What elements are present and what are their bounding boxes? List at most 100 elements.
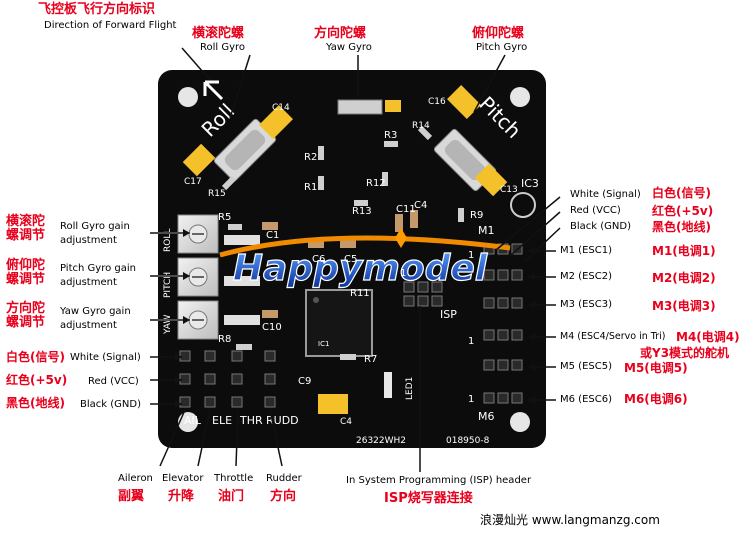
m6-cn: M6(电调6): [624, 392, 688, 406]
silk-rudd: RUDD: [266, 414, 299, 427]
silk-c13: C13: [500, 185, 518, 195]
pitch-adjust-cn: 俯仰陀 螺调节: [6, 258, 46, 287]
silk-r3: R3: [384, 130, 397, 141]
resistor-r5: [228, 224, 242, 230]
resistor-r15: [221, 175, 237, 191]
silk-ic1: IC1: [318, 340, 329, 348]
silk-r14: R14: [412, 121, 430, 131]
silk-m6: M6: [478, 410, 495, 423]
yaw-gyro-cap: [385, 100, 401, 112]
throttle-cn: 油门: [218, 489, 245, 504]
isp-cn: ISP烧写器连接: [384, 491, 473, 506]
silk-led1: LED1: [405, 377, 415, 400]
silk-r2: R2: [304, 152, 317, 163]
left-black-en: Black (GND): [80, 399, 141, 410]
silk-ic3: IC3: [521, 177, 539, 190]
capacitor-c16: [447, 85, 481, 119]
right-red-en: Red (VCC): [570, 205, 621, 216]
silk-code2: 018950-8: [446, 436, 490, 446]
pad: [224, 276, 260, 286]
roll-gyro-cn: 横滚陀螺: [192, 26, 245, 41]
m3-cn: M3(电调3): [652, 299, 716, 313]
m3-en: M3 (ESC3): [560, 299, 612, 310]
m4-cn-servo: 或Y3模式的舵机: [640, 346, 730, 360]
capacitor-c6: [308, 240, 324, 248]
silk-pot-yaw: YAW: [163, 315, 173, 335]
mcu-ic1: [305, 289, 373, 357]
isp-header: [403, 281, 443, 307]
roll-gyro-en: Roll Gyro: [200, 42, 246, 53]
capacitor-c14: [259, 105, 293, 139]
silk-c1: C1: [266, 230, 279, 241]
silk-pot-pitch: PITCH: [163, 272, 173, 298]
silk-c11: C11: [396, 204, 416, 215]
right-black-cn: 黑色(地线): [652, 220, 711, 234]
silk-r9: R9: [470, 210, 483, 221]
roll-adjust-en: Roll Gyro gain adjustment: [60, 221, 130, 246]
capacitor-c13: [474, 163, 508, 197]
capacitor-c11: [395, 214, 403, 232]
silk-m1: M1: [478, 224, 495, 237]
silk-r15: R15: [208, 189, 226, 199]
m1-en: M1 (ESC1): [560, 245, 612, 256]
silk-isp: ISP: [440, 308, 457, 321]
pitch-gyro-en: Pitch Gyro: [476, 42, 528, 53]
silk-r5: R5: [218, 212, 231, 223]
silk-c9: C9: [298, 376, 311, 387]
m6-en: M6 (ESC6): [560, 394, 612, 405]
yaw-adjust-cn: 方向陀 螺调节: [6, 301, 46, 330]
mount-hole: [178, 87, 198, 107]
silk-one-m6: 1: [468, 394, 474, 405]
aileron-cn: 副翼: [118, 489, 145, 504]
resistor-r7: [340, 354, 356, 360]
mount-hole: [178, 412, 198, 432]
brand-name: Happymodel: [233, 248, 488, 289]
roll-adjust-cn: 横滚陀 螺调节: [6, 214, 46, 243]
pad: [224, 315, 260, 325]
forward-arrow-icon: [203, 80, 224, 101]
silk-c17: C17: [184, 177, 202, 187]
silk-c10: C10: [262, 322, 282, 333]
resistor-r2: [318, 146, 324, 160]
resistor-r1: [318, 176, 324, 190]
arrowheads: [175, 229, 535, 408]
silk-r13: R13: [352, 206, 372, 217]
mount-hole: [510, 87, 530, 107]
regulator-ic3: [510, 192, 536, 218]
capacitor-c5: [340, 240, 356, 248]
m4-en: M4 (ESC4/Servo in Tri): [560, 331, 666, 342]
left-white-en: White (Signal): [70, 352, 141, 363]
left-red-en: Red (VCC): [88, 376, 139, 387]
silk-code1: 26322WH2: [356, 436, 406, 446]
silk-pot-roll: ROLL: [163, 229, 173, 252]
isp-en: In System Programming (ISP) header: [346, 475, 532, 486]
right-white-cn: 白色(信号): [652, 186, 711, 200]
silk-c6: C6: [312, 254, 325, 265]
watermark: 浪漫灿光 www.langmanzg.com: [480, 513, 660, 527]
resistor-r13: [354, 200, 368, 206]
m5-cn: M5(电调5): [624, 361, 688, 375]
m2-cn: M2(电调2): [652, 271, 716, 285]
capacitor-c4: [410, 210, 418, 228]
silk-thr: THR: [239, 414, 263, 427]
silk-r12: R12: [366, 178, 386, 189]
pot-yaw: [177, 300, 219, 340]
capacitor-c17: [182, 143, 216, 177]
silk-c5: C5: [344, 254, 357, 265]
capacitor-c1: [262, 222, 278, 230]
silk-r1: R1: [304, 182, 317, 193]
pitch-adjust-en: Pitch Gyro gain adjustment: [60, 263, 136, 288]
forward-direction-cn: 飞控板飞行方向标识: [38, 2, 156, 17]
brand-logo: Happymodel: [219, 228, 511, 290]
pitch-gyro-cn: 俯仰陀螺: [472, 26, 525, 41]
silk-c14: C14: [272, 103, 290, 113]
silk-r11: R11: [350, 288, 370, 299]
pad: [224, 235, 260, 245]
m2-en: M2 (ESC2): [560, 271, 612, 282]
right-black-en: Black (GND): [570, 221, 631, 232]
mount-hole: [510, 412, 530, 432]
silk-one-m1: 1: [468, 250, 474, 261]
right-white-en: White (Signal): [570, 189, 641, 200]
m4-cn: M4(电调4): [676, 330, 740, 344]
resistor-r3: [384, 141, 398, 147]
